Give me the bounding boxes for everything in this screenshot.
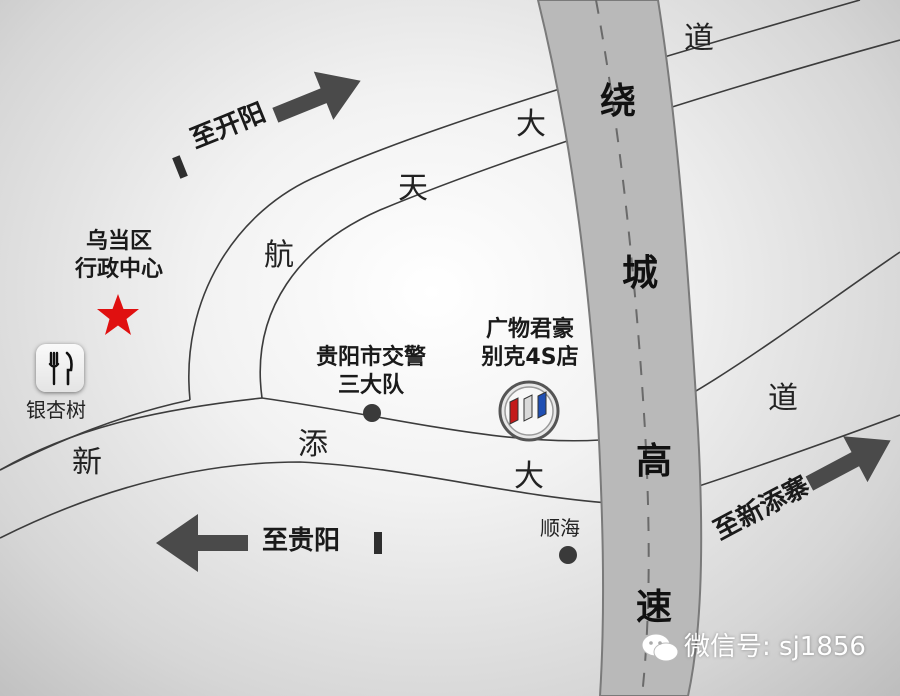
star-icon	[97, 294, 139, 335]
road-label-tian: 天	[398, 171, 428, 206]
road-label-da: 大	[516, 107, 546, 142]
ring-expressway-centerline	[595, 0, 650, 696]
dealer-label: 广物君豪 别克4S店	[468, 316, 592, 371]
highway-label-rao: 绕	[600, 81, 637, 122]
road-label-dao2: 道	[768, 381, 798, 416]
road-label-hang: 航	[264, 238, 294, 273]
buick-logo-icon	[498, 380, 560, 442]
dealer-line2: 别克4S店	[481, 344, 579, 370]
traffic-police-line1: 贵阳市交警	[315, 345, 426, 370]
traffic-police-label: 贵阳市交警 三大队	[306, 344, 436, 399]
shunhai-label: 顺海	[540, 516, 580, 540]
left-connector-edge	[0, 399, 191, 471]
road-label-tian2: 添	[298, 427, 328, 462]
watermark-text: 微信号: sj1856	[684, 632, 866, 662]
district-gov-line2: 行政中心	[74, 256, 163, 282]
fork-knife-icon	[36, 344, 84, 392]
xintian-road-lower-edge	[0, 414, 900, 539]
dealer-line1: 广物君豪	[485, 317, 574, 342]
highway-label-cheng: 城	[622, 253, 659, 294]
shunhai-marker	[559, 546, 577, 564]
direction-tick	[374, 532, 382, 554]
road-label-da2: 大	[514, 459, 544, 494]
direction-guiyang-label: 至贵阳	[262, 526, 341, 556]
arrow-up-right-icon	[272, 71, 361, 123]
wechat-icon	[641, 633, 679, 662]
highway-label-gao: 高	[636, 441, 673, 482]
traffic-police-marker	[363, 404, 381, 422]
hangtian-road-lower-edge	[259, 39, 900, 399]
restaurant-label: 银杏树	[26, 398, 86, 422]
road-label-dao: 道	[684, 21, 714, 56]
arrow-left-icon	[156, 514, 248, 572]
xintian-road-upper-edge	[0, 251, 900, 471]
traffic-police-line2: 三大队	[337, 372, 404, 398]
highway-label-su: 速	[636, 587, 673, 628]
hangtian-road-upper-edge	[188, 0, 861, 401]
ring-expressway	[536, 0, 703, 696]
arrow-up-right-icon	[805, 436, 891, 491]
district-gov-line1: 乌当区	[85, 229, 152, 254]
district-gov-label: 乌当区 行政中心	[64, 228, 174, 283]
road-label-xin: 新	[72, 445, 102, 480]
